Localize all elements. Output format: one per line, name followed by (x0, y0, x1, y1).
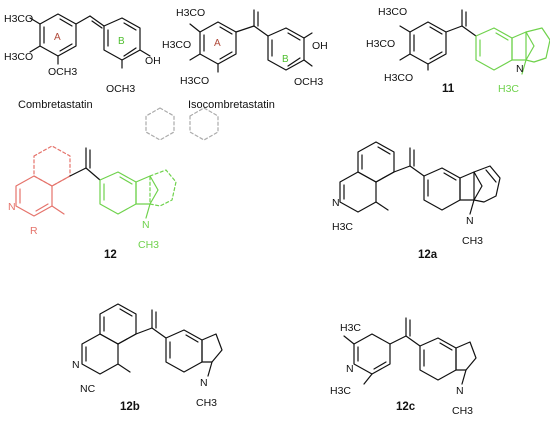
hydroxyl-label: OH (145, 55, 161, 67)
compound-12b-structure: N NC N CH3 12b (72, 303, 223, 413)
compound-12c-structure: H3C N H3C N CH3 12c (330, 317, 477, 417)
methyl-label: H3C (498, 83, 519, 95)
compound-12a-structure: N H3C N CH3 12a (332, 141, 501, 261)
methoxy-label: H3CO (384, 72, 413, 84)
methyl-label: H3C (340, 322, 361, 334)
methyl-label: H3C (332, 221, 353, 233)
ring-b-label: B (282, 54, 289, 65)
methoxy-label: H3CO (366, 38, 395, 50)
methoxy-label: OCH3 (294, 76, 323, 88)
compound-12-structure: N R N CH3 12 (8, 145, 177, 261)
methyl-label: CH3 (462, 235, 483, 247)
faint-ghost-structure (145, 107, 219, 141)
compound-11-structure: H3CO H3CO H3CO N H3C 11 (366, 6, 550, 95)
compound-12b-label: 12b (120, 401, 140, 413)
combretastatin-structure: H3CO H3CO OCH3 OH OCH3 A B Combretastati… (4, 13, 161, 111)
methyl-label: CH3 (196, 397, 217, 409)
methoxy-label: H3CO (180, 75, 209, 87)
ring-b-label: B (118, 36, 125, 47)
ring-a-label: A (214, 38, 221, 49)
nitrogen-label: N (8, 201, 16, 213)
ring-a-label: A (54, 32, 61, 43)
methyl-label: CH3 (452, 405, 473, 417)
nitrile-label: NC (80, 383, 96, 395)
nitrogen-label: N (516, 63, 524, 75)
compound-12a-label: 12a (418, 249, 438, 261)
methoxy-label: H3CO (4, 51, 33, 63)
methoxy-label: H3CO (378, 6, 407, 18)
nitrogen-label: N (72, 359, 80, 371)
methyl-label: CH3 (138, 239, 159, 251)
methoxy-label: H3CO (162, 39, 191, 51)
nitrogen-label: N (466, 215, 474, 227)
isocombretastatin-label: Isocombretastatin (188, 99, 275, 111)
nitrogen-label: N (456, 385, 464, 397)
methoxy-label: OCH3 (48, 66, 77, 78)
hydroxyl-label: OH (312, 40, 328, 52)
nitrogen-label: N (346, 363, 354, 375)
compound-11-label: 11 (442, 83, 455, 95)
isocombretastatin-structure: H3CO H3CO H3CO OH OCH3 A B Isocombretast… (162, 7, 328, 111)
compound-12c-label: 12c (396, 401, 416, 413)
nitrogen-label: N (142, 219, 150, 231)
nitrogen-label: N (200, 377, 208, 389)
compound-12-label: 12 (104, 249, 117, 261)
methoxy-label: H3CO (176, 7, 205, 19)
methyl-label: H3C (330, 385, 351, 397)
combretastatin-label: Combretastatin (18, 99, 93, 111)
methoxy-label: OCH3 (106, 83, 135, 95)
nitrogen-label: N (332, 197, 340, 209)
methoxy-label: H3CO (4, 13, 33, 25)
r-group-label: R (30, 225, 38, 237)
